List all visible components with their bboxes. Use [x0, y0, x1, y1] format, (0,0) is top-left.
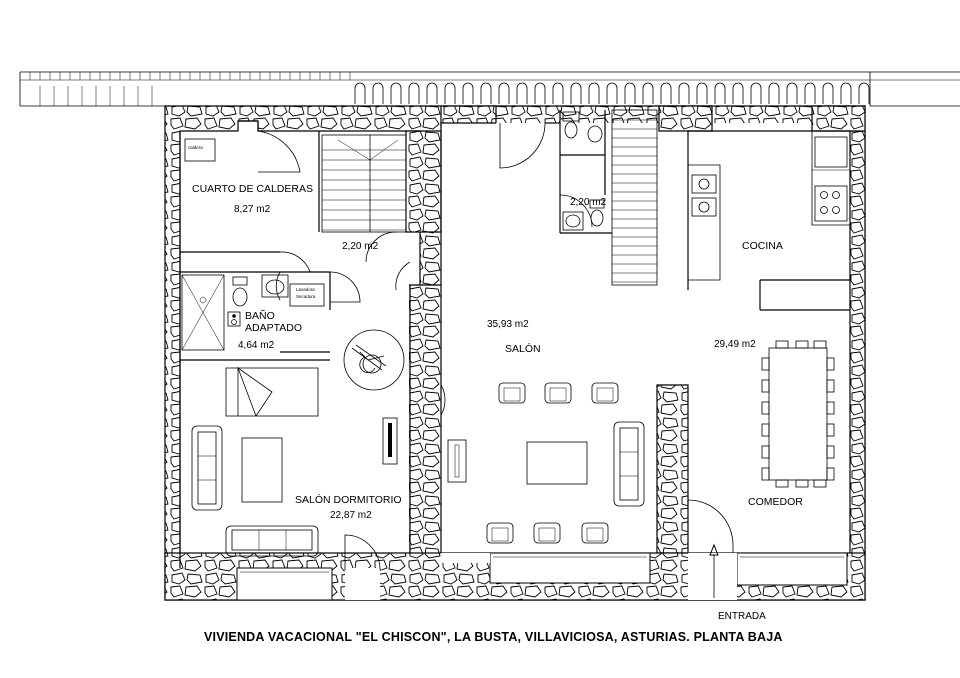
terrace-fence	[19, 71, 960, 107]
washer-label: Lavadora	[296, 287, 315, 292]
area-comedor: 29,49 m2	[714, 339, 756, 350]
dining-table	[761, 340, 835, 488]
room-label-bano-1: BAÑO	[245, 309, 275, 322]
boiler: caldera	[184, 138, 216, 162]
area-calderas: 8,27 m2	[234, 204, 271, 215]
plan-title: VIVIENDA VACACIONAL "EL CHISCON", LA BUS…	[204, 630, 783, 644]
room-label-salon: SALÓN	[505, 342, 541, 355]
area-salon-dormitorio: 22,87 m2	[330, 510, 372, 521]
boiler-label: caldera	[188, 145, 203, 150]
entrance-label: ENTRADA	[718, 611, 766, 622]
toilet-fixtures	[562, 111, 605, 231]
salon-furniture	[447, 382, 645, 544]
area-aseo: 2,20 m2	[570, 197, 607, 208]
staircase-right	[611, 109, 658, 286]
area-bano: 4,64 m2	[238, 340, 275, 351]
bedroom-furniture	[191, 366, 398, 557]
dryer-label: Secadora	[296, 294, 316, 299]
area-salon: 35,93 m2	[487, 319, 529, 330]
room-label-calderas: CUARTO DE CALDERAS	[192, 183, 313, 195]
room-label-bano-2: ADAPTADO	[245, 322, 302, 334]
area-hall: 2,20 m2	[342, 241, 379, 252]
room-label-comedor: COMEDOR	[748, 496, 803, 508]
staircase-left	[321, 134, 407, 233]
room-label-salon-dormitorio: SALÓN DORMITORIO	[295, 493, 402, 506]
bathroom-fixtures: Lavadora Secadora	[181, 274, 325, 351]
entrance-arrow	[709, 543, 719, 598]
room-label-cocina: COCINA	[742, 240, 783, 252]
wheelchair-icon	[343, 329, 405, 391]
accessible-icon	[227, 311, 241, 327]
interior-walls	[179, 110, 850, 568]
stone-walls	[164, 105, 866, 601]
kitchen-counters	[688, 131, 850, 281]
